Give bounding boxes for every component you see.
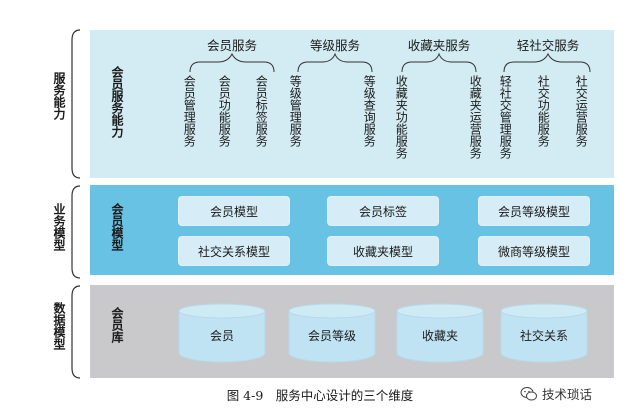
watermark-text: 技术琐话 (542, 387, 593, 402)
service-item-level-management: 等级管理服务 (288, 75, 303, 147)
service-item-level-query: 等级查询服务 (362, 75, 377, 147)
side-label-model: 业务模型 (52, 203, 66, 251)
model-box-social-relation-model: 社交关系模型 (178, 236, 290, 266)
database-label: 社交关系 (519, 329, 568, 343)
database-label: 会员 (209, 329, 234, 343)
database-favorites: 收藏夹 (396, 303, 484, 363)
service-item-social-function: 社交功能服务 (536, 75, 551, 147)
model-box-member-tag: 会员标签 (327, 196, 439, 226)
service-item-member-management: 会员管理服务 (182, 75, 197, 147)
data-inner-label: 会员库 (110, 307, 124, 343)
model-box-favorites-model: 收藏夹模型 (327, 236, 439, 266)
business-model-panel: 会员模型 会员模型 会员标签 会员等级模型 社交关系模型 收藏夹模型 微商等级模… (90, 185, 614, 275)
service-item-social-operation: 社交运营服务 (574, 75, 589, 147)
service-item-member-function: 会员功能服务 (217, 75, 232, 147)
database-label: 会员等级 (307, 329, 356, 343)
wechat-icon (520, 386, 537, 400)
database-cylinder-icon (500, 303, 588, 363)
database-cylinder-icon (288, 303, 376, 363)
data-model-panel: 会员库 会员 会员等级 收藏夹 社交关系 (90, 285, 614, 378)
service-inner-label: 会员服务能力 (110, 66, 124, 138)
model-inner-label: 会员模型 (110, 203, 124, 251)
group-title-social-service: 轻社交服务 (516, 38, 580, 53)
database-member-level: 会员等级 (288, 303, 376, 363)
service-item-favorites-operation: 收藏夹运营服务 (468, 75, 483, 159)
database-cylinder-icon (396, 303, 484, 363)
database-label: 收藏夹 (421, 329, 458, 343)
service-item-social-management: 轻社交管理服务 (498, 75, 513, 159)
database-member: 会员 (178, 303, 266, 363)
group-title-member-service: 会员服务 (206, 38, 258, 53)
model-box-member-level-model: 会员等级模型 (478, 196, 590, 226)
database-cylinder-icon (178, 303, 266, 363)
side-label-data: 数据模型 (52, 302, 66, 350)
figure-caption: 图 4-9 服务中心设计的三个维度 (226, 388, 414, 403)
group-title-level-service: 等级服务 (309, 38, 361, 53)
service-item-member-tag: 会员标签服务 (254, 75, 269, 147)
database-social-relation: 社交关系 (500, 303, 588, 363)
side-label-service: 服务能力 (52, 72, 66, 120)
model-box-wechat-level-model: 微商等级模型 (478, 236, 590, 266)
model-box-member-model: 会员模型 (178, 196, 290, 226)
service-item-favorites-function: 收藏夹功能服务 (394, 75, 409, 159)
group-title-favorites-service: 收藏夹服务 (407, 38, 471, 53)
left-brackets (71, 29, 81, 379)
service-group-braces (189, 52, 591, 73)
service-capability-panel: 会员服务能力 会员服务 等级服务 收藏夹服务 轻社交服务 会员管理服务 会员功能… (90, 30, 614, 178)
watermark: 技术琐话 (520, 384, 592, 403)
